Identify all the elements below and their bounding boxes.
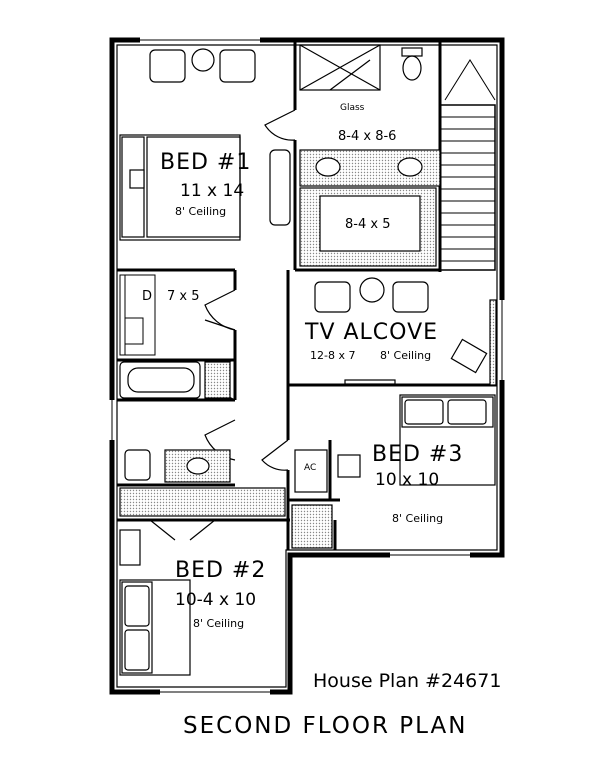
bed2-furniture [119,529,191,676]
window-sills [111,39,503,693]
shower-glass-label: Glass [340,103,365,113]
closet-shelving [119,274,156,356]
shower-enclosure [299,44,381,91]
bath-size-a: 8-4 x 8-6 [338,129,397,144]
tub-top-bath [299,187,437,267]
bed2-name: BED #2 [175,558,267,583]
bath-size-b: 8-4 x 5 [345,217,391,232]
bed3-size: 10 x 10 [375,470,440,490]
bed2-ceiling: 8' Ceiling [193,617,245,630]
closet-label: D [142,289,153,304]
interior-walls [117,42,497,550]
tv-alcove-size: 12-8 x 7 [310,349,356,362]
tv-alcove-ceiling: 8' Ceiling [380,349,432,362]
hall-bath-fixtures [119,361,286,517]
plan-number: House Plan #24671 [313,670,502,692]
tv-alcove-furniture [314,277,497,386]
bed1-ceiling: 8' Ceiling [175,205,227,218]
closet-size: 7 x 5 [167,289,200,304]
stairs [439,59,496,271]
bed1-name: BED #1 [160,150,252,175]
toilet-top [401,47,423,81]
bed3-furniture [291,394,496,549]
door-swings [149,59,411,541]
bed3-name: BED #3 [372,442,464,467]
exterior-walls-inner [116,44,498,688]
tv-alcove-name: TV ALCOVE [305,320,439,345]
ac-label: AC [304,463,317,473]
bed2-size: 10-4 x 10 [175,590,257,610]
bed1-size: 11 x 14 [180,181,245,201]
exterior-walls [109,37,505,695]
drawing-title: SECOND FLOOR PLAN [183,713,468,739]
bed1-furniture [119,48,291,241]
bed3-ceiling: 8' Ceiling [392,512,444,525]
vanity-top-bath [299,149,441,187]
